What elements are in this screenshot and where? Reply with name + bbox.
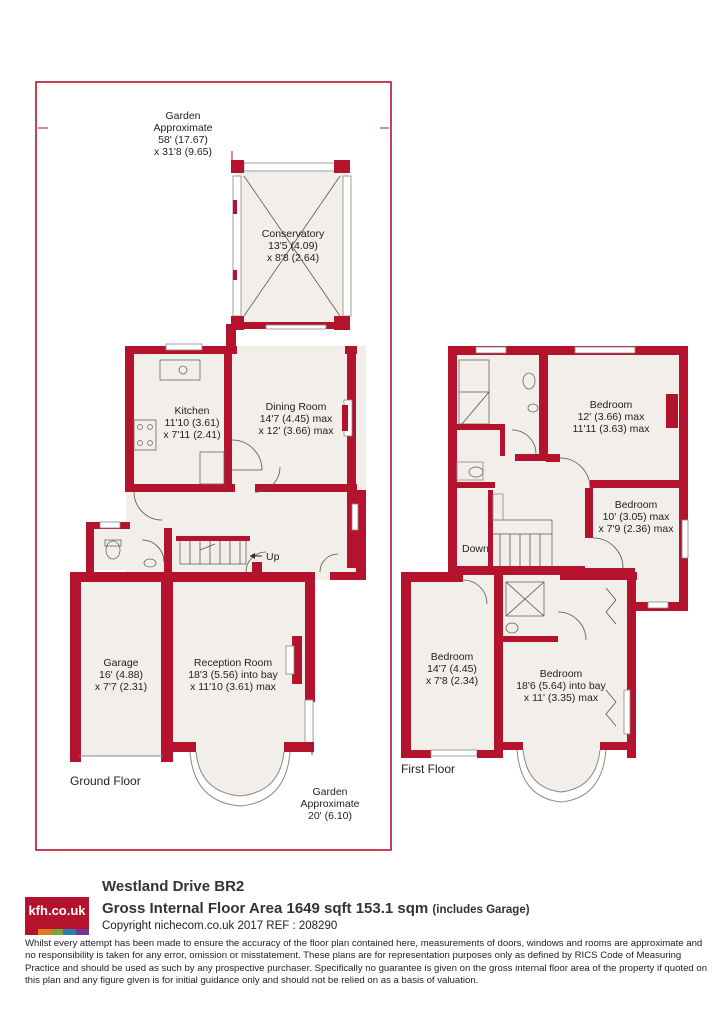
svg-text:x 12' (3.66) max: x 12' (3.66) max [259,425,335,437]
svg-text:14'7 (4.45): 14'7 (4.45) [427,663,477,675]
svg-text:Approximate: Approximate [301,798,360,810]
logo-strip-green [50,929,64,935]
floor-plan: Garden Approximate 58' (17.67) x 31'8 (9… [35,81,689,851]
bedroom-4 [503,572,637,803]
svg-text:58' (17.67): 58' (17.67) [158,134,208,146]
gia-text: Gross Internal Floor Area 1649 sqft 153.… [102,900,429,917]
gia-note: (includes Garage) [432,904,530,916]
logo-strip-purple [76,929,89,935]
svg-text:x 8'8 (2.64): x 8'8 (2.64) [267,252,319,264]
svg-text:14'7 (4.45) max: 14'7 (4.45) max [260,413,333,425]
stairs-up-label: Up [266,551,280,563]
ground-floor-room-labels: Conservatory 13'5 (4.09) x 8'8 (2.64) Ki… [95,228,334,693]
garden-rear-label: Garden Approximate 58' (17.67) x 31'8 (9… [154,110,213,158]
gross-internal-area: Gross Internal Floor Area 1649 sqft 153.… [102,900,530,917]
logo-strip-orange [37,929,51,935]
svg-text:x 7'7 (2.31): x 7'7 (2.31) [95,681,147,693]
svg-text:x 7'11 (2.41): x 7'11 (2.41) [163,429,220,441]
svg-text:13'5 (4.09): 13'5 (4.09) [268,240,318,252]
svg-text:18'3 (5.56) into bay: 18'3 (5.56) into bay [188,669,278,681]
svg-text:x 11' (3.35) max: x 11' (3.35) max [524,692,599,704]
ground-floor-walls [125,322,366,580]
svg-text:Bedroom: Bedroom [540,668,583,680]
bedroom-3 [401,572,503,758]
logo-text: kfh.co.uk [28,903,86,918]
first-floor-label: First Floor [401,762,455,776]
logo-strip-blue [63,929,77,935]
svg-text:Kitchen: Kitchen [174,405,209,417]
svg-text:x 7'8 (2.34): x 7'8 (2.34) [426,675,478,687]
property-address: Westland Drive BR2 [102,878,245,895]
logo-strip-red [25,929,38,935]
svg-text:Dining Room: Dining Room [266,401,327,413]
svg-text:Reception Room: Reception Room [194,657,272,669]
svg-text:10' (3.05) max: 10' (3.05) max [603,511,671,523]
svg-text:Approximate: Approximate [154,122,213,134]
svg-text:11'10 (3.61): 11'10 (3.61) [165,417,220,429]
svg-text:Bedroom: Bedroom [431,651,474,663]
svg-text:20' (6.10): 20' (6.10) [308,810,352,822]
garden-front-label: Garden Approximate 20' (6.10) [301,786,360,822]
svg-text:x 7'9 (2.36) max: x 7'9 (2.36) max [599,523,675,535]
svg-text:18'6 (5.64) into bay: 18'6 (5.64) into bay [516,680,606,692]
kfh-logo: kfh.co.uk [25,897,89,935]
logo-color-strip [25,929,89,935]
svg-text:16' (4.88): 16' (4.88) [99,669,143,681]
first-floor-walls [448,346,689,611]
first-floor-room-labels: Bedroom 12' (3.66) max 11'11 (3.63) max … [426,399,674,704]
garage [70,572,173,762]
svg-text:x 11'10 (3.61) max: x 11'10 (3.61) max [190,681,277,693]
stairs-down-label: Down [462,543,489,555]
svg-text:Garage: Garage [103,657,138,669]
svg-text:Bedroom: Bedroom [590,399,633,411]
reception-room [170,562,315,807]
svg-text:x 31'8 (9.65): x 31'8 (9.65) [154,146,212,158]
svg-text:Garden: Garden [165,110,200,122]
svg-text:Bedroom: Bedroom [615,499,658,511]
ground-wc-hall [86,491,359,574]
svg-text:Conservatory: Conservatory [262,228,325,240]
svg-text:11'11 (3.63) max: 11'11 (3.63) max [573,423,651,435]
plot-boundary [35,81,392,851]
conservatory [231,160,352,330]
svg-text:12' (3.66) max: 12' (3.66) max [578,411,646,423]
ground-floor-label: Ground Floor [70,774,141,788]
svg-text:Garden: Garden [312,786,347,798]
copyright: Copyright nichecom.co.uk 2017 REF : 2082… [102,920,338,932]
disclaimer: Whilst every attempt has been made to en… [25,938,708,987]
ground-stairs [176,536,262,565]
